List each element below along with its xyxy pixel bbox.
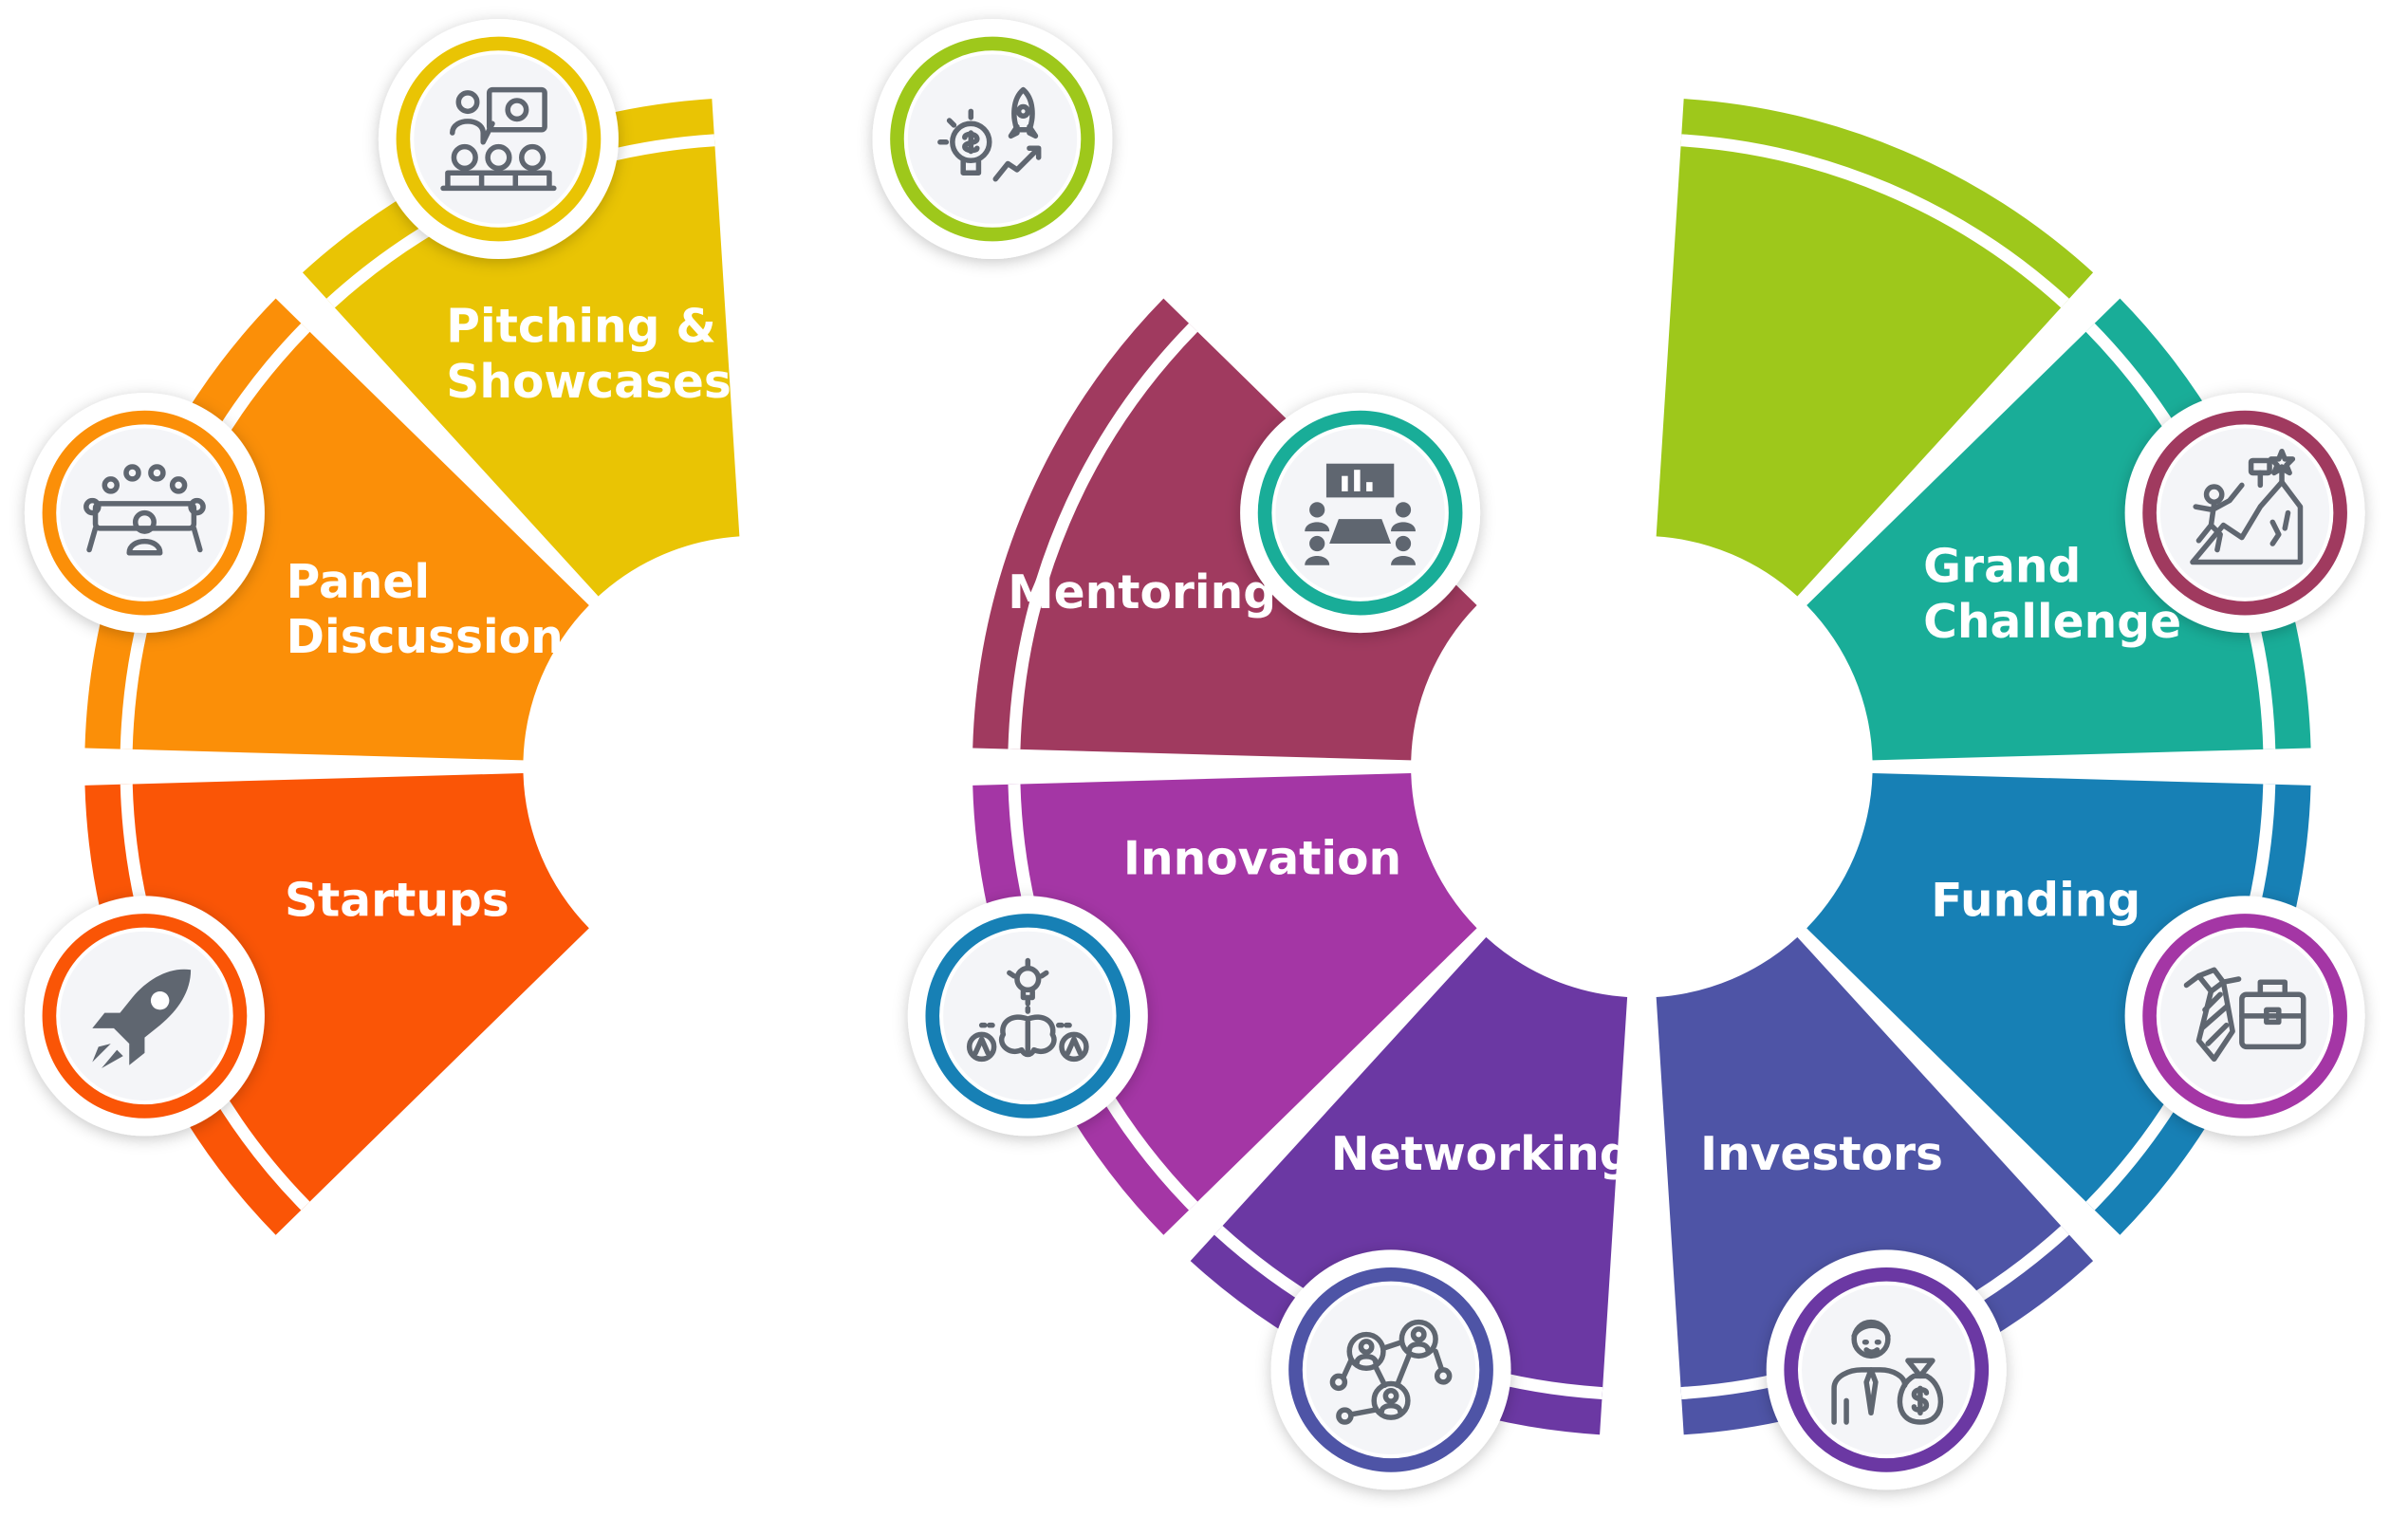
segment-label-line: Networking [1331, 1128, 1633, 1181]
badge-inner-grand-challenge [2159, 428, 2330, 598]
segment-label-line: Incubation [827, 301, 1104, 354]
segment-label-line: Pitching & [446, 301, 716, 354]
segment-label-line: Challenge [1923, 596, 2181, 649]
segment-label-innovation: Innovation [1123, 833, 1401, 886]
badge-mentoring [1240, 393, 1481, 634]
badge-grand-challenge [2124, 393, 2365, 634]
badge-pitching-showcases [378, 19, 619, 260]
badge-innovation [907, 896, 1148, 1137]
segment-label-line: Mentoring [1008, 566, 1276, 620]
segment-label-networking: Networking [1331, 1128, 1633, 1181]
badges-layer [24, 19, 2365, 1490]
segment-grand-challenge [972, 298, 1477, 761]
segment-label-line: Investors [1700, 1128, 1943, 1181]
badge-networking [1270, 1249, 1511, 1490]
badge-startups [24, 896, 265, 1137]
segment-body-funding [972, 772, 1477, 1235]
badge-inner-networking [1306, 1285, 1476, 1455]
badge-inner-innovation [943, 931, 1113, 1101]
badge-inner-incubation [907, 54, 1078, 224]
segment-label-line: Discussion [287, 611, 564, 664]
segment-body-startups [84, 772, 589, 1235]
badge-investors [1766, 1249, 2007, 1490]
segment-body-incubation [1656, 99, 2094, 597]
segment-label-incubation: Incubation [827, 301, 1104, 354]
segment-label-funding: Funding [1931, 874, 2140, 927]
badge-inner-mentoring [1275, 428, 1445, 598]
segments-layer [84, 99, 2311, 1435]
segment-stripe-grand-challenge [1008, 323, 1198, 749]
segment-label-startups: Startups [285, 874, 509, 927]
segment-body-pitching-showcases [302, 99, 740, 597]
segment-incubation [1656, 99, 2094, 597]
segment-label-line: Panel [287, 556, 430, 609]
segment-label-line: Startups [285, 874, 509, 927]
segment-label-pitching-showcases: Pitching &Showcases [446, 301, 732, 409]
segment-body-grand-challenge [972, 298, 1477, 761]
segment-label-investors: Investors [1700, 1128, 1943, 1181]
segment-label-line: Innovation [1123, 833, 1401, 886]
segment-label-line: Funding [1931, 874, 2140, 927]
badge-panel-discussion [24, 393, 265, 634]
segment-label-mentoring: Mentoring [1008, 566, 1276, 620]
segment-label-line: Showcases [446, 356, 732, 409]
badge-incubation [872, 19, 1113, 260]
badge-funding [2124, 896, 2365, 1137]
segment-label-line: Grand [1923, 541, 2081, 594]
segment-stripe-incubation [1680, 134, 2069, 308]
badge-inner-pitching-showcases [414, 54, 583, 224]
